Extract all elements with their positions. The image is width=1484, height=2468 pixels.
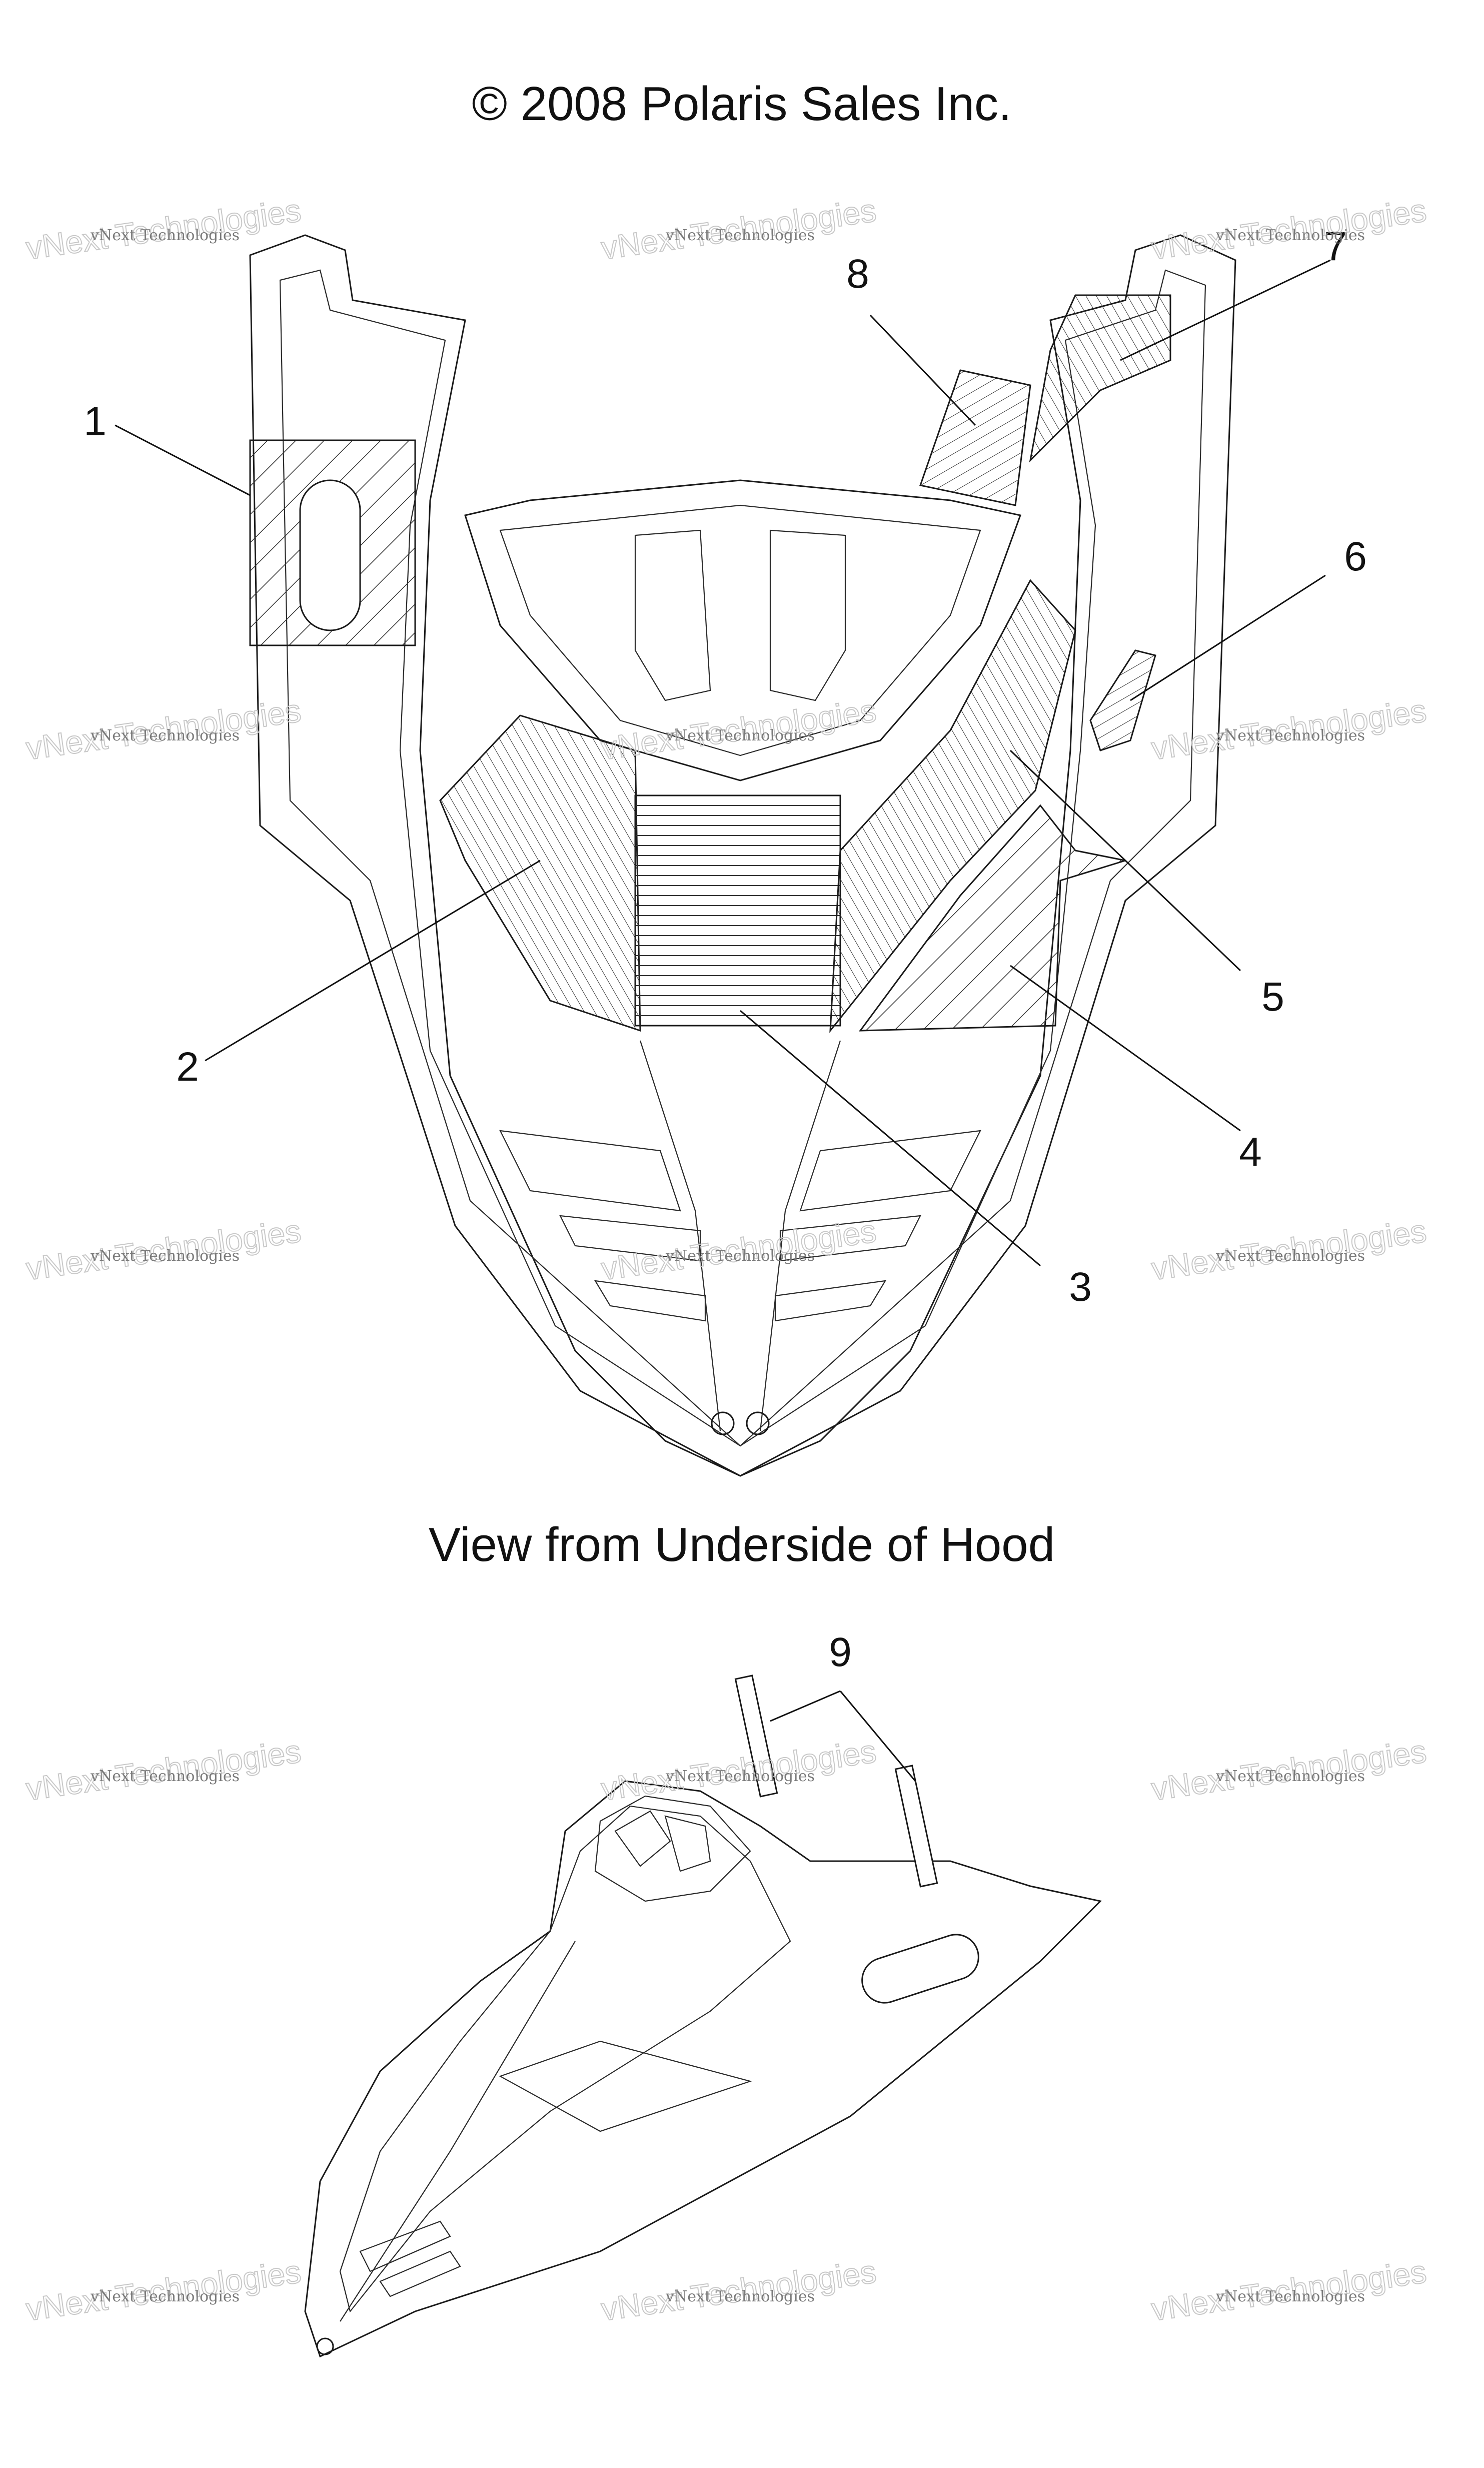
svg-text:vNext Technologies: vNext Technologies [1215,1247,1365,1265]
hood-outline [249,234,1236,1477]
callout-7: 7 [1324,224,1347,269]
watermark: vNext Technologies vNext Technologies [1149,2253,1429,2328]
iso-vent-left [614,1810,671,1867]
watermarks: vNext Technologies vNext Technologies vN… [24,192,1429,2328]
callout-8: 8 [846,251,869,297]
svg-text:vNext Technologies: vNext Technologies [1215,2288,1365,2305]
decal-1-oval [299,479,361,631]
nose-ridge [639,1040,841,1431]
watermark: vNext Technologies vNext Technologies [24,692,304,767]
callout-5: 5 [1261,974,1284,1020]
iso-side-oval [861,1934,979,2004]
svg-text:vNext Technologies: vNext Technologies [665,2288,815,2305]
decal-4 [858,804,1126,1032]
iso-windshield [594,1795,751,1902]
windshield-inner [499,504,981,756]
decal-5 [829,579,1076,1033]
decal-9-strip-left [734,1675,778,1798]
watermark: vNext Technologies vNext Technologies [599,1733,879,1808]
svg-text:vNext Technologies: vNext Technologies [90,227,240,244]
svg-text:vNext Technologies: vNext Technologies [90,2288,240,2305]
svg-text:vNext Technologies: vNext Technologies [90,727,240,744]
callout-4: 4 [1239,1129,1262,1175]
svg-text:vNext Technologies: vNext Technologies [90,1768,240,1785]
callout-2: 2 [176,1044,199,1090]
leader-lines-top [115,259,1331,1267]
headlight-left [711,1411,735,1435]
vent-left [634,529,711,701]
vent-right [769,529,846,701]
decal-6 [1089,649,1156,751]
windshield-frame [464,479,1021,781]
callout-3: 3 [1069,1264,1092,1310]
decal-9-strip-right [894,1765,938,1888]
decal-8 [919,369,1031,506]
watermark: vNext Technologies vNext Technologies [24,1212,304,1287]
hood-underside-view [249,234,1236,1477]
watermark: vNext Technologies vNext Technologies [1149,1212,1429,1287]
iso-headlight [316,2337,334,2355]
svg-text:vNext Technologies: vNext Technologies [1215,727,1365,744]
svg-text:vNext Technologies: vNext Technologies [665,1247,815,1265]
watermark: vNext Technologies vNext Technologies [24,192,304,267]
watermark: vNext Technologies vNext Technologies [1149,692,1429,767]
iso-grille [359,2220,461,2297]
callout-6: 6 [1344,534,1367,579]
svg-text:vNext Technologies: vNext Technologies [665,227,815,244]
watermark: vNext Technologies vNext Technologies [1149,1733,1429,1808]
iso-nose-line [340,1941,576,2322]
callout-1: 1 [84,399,107,444]
iso-hood-inner [339,1805,791,2313]
iso-vent-right [664,1815,711,1872]
svg-text:vNext Technologies: vNext Technologies [1215,1768,1365,1785]
iso-body-curve [499,2040,752,2132]
watermark: vNext Technologies vNext Technologies [1149,192,1429,267]
watermark: vNext Technologies vNext Technologies [24,2253,304,2328]
headlight-right [746,1411,770,1435]
watermark: vNext Technologies vNext Technologies [599,2253,879,2328]
svg-text:vNext Technologies: vNext Technologies [665,727,815,744]
decal-3 [634,794,841,1027]
decal-2 [439,714,641,1032]
watermark: vNext Technologies vNext Technologies [599,192,879,267]
svg-text:vNext Technologies: vNext Technologies [90,1247,240,1265]
grille [499,1130,981,1322]
view-caption: View from Underside of Hood [429,1518,1055,1571]
svg-text:vNext Technologies: vNext Technologies [1215,227,1365,244]
callout-9: 9 [829,1629,852,1675]
svg-text:vNext Technologies: vNext Technologies [665,1768,815,1785]
decal-7 [1029,294,1171,463]
copyright-text: © 2008 Polaris Sales Inc. [472,77,1011,131]
leader-lines-bottom [770,1690,916,1782]
watermark: vNext Technologies vNext Technologies [24,1733,304,1808]
iso-hood-outline [304,1780,1102,2358]
